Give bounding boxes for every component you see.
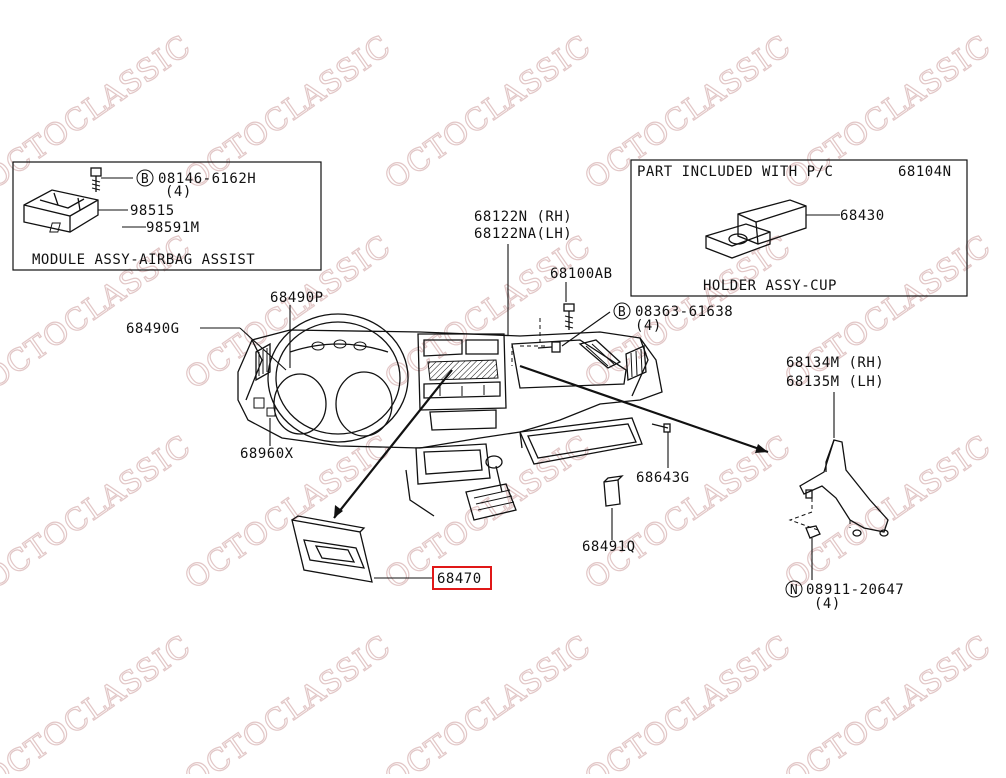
watermark-text: OCTOCLASSIC — [0, 428, 198, 596]
inset-airbag-module: B 08146-6162H (4) 98515 98591M MODULE AS… — [12, 161, 322, 271]
watermark-text: OCTOCLASSIC — [0, 628, 198, 774]
bolt-drawing — [90, 167, 133, 192]
inset-right-title: HOLDER ASSY-CUP — [703, 278, 837, 294]
watermark-text: OCTOCLASSIC — [779, 228, 998, 396]
nut-circle-letter: N — [790, 583, 798, 598]
label-68135M: 68135M (LH) — [786, 374, 884, 390]
watermark-text: OCTOCLASSIC — [179, 628, 398, 774]
screw-08363 — [537, 341, 561, 353]
label-68643G: 68643G — [636, 470, 690, 486]
label-68134M: 68134M (RH) — [786, 355, 884, 371]
leader-lines — [200, 244, 835, 580]
bracket-68134M — [788, 439, 889, 539]
right-vent — [625, 345, 647, 381]
bolt-part-number: 08146-6162H — [158, 171, 256, 187]
part-98591M: 98591M — [146, 220, 200, 236]
label-68122N: 68122N (RH) — [474, 209, 572, 225]
highlight-box-68470 — [432, 566, 492, 590]
label-68491Q: 68491Q — [582, 539, 636, 555]
clip-68643G — [651, 423, 671, 433]
label-68470: 68470 — [437, 571, 482, 587]
label-sticker-drawing — [49, 222, 61, 233]
arrowhead-68470 — [334, 505, 343, 518]
switch-left — [253, 397, 265, 409]
switch-68960X — [266, 407, 276, 417]
steering-wheel — [267, 313, 409, 443]
arrowhead-bracket — [755, 444, 768, 453]
inset-right-frame — [630, 159, 968, 297]
bolt-quantity: (4) — [165, 184, 192, 200]
label-nut-qty: (4) — [814, 596, 841, 612]
center-stack — [417, 333, 507, 431]
watermark-text: OCTOCLASSIC — [579, 628, 798, 774]
watermark-text: OCTOCLASSIC — [379, 28, 598, 196]
watermark-layer: OCTOCLASSICOCTOCLASSICOCTOCLASSICOCTOCLA… — [0, 28, 998, 778]
part-68491Q-drawing — [603, 475, 624, 507]
part-68430: 68430 — [840, 208, 885, 224]
inset-right-header: PART INCLUDED WITH P/C — [637, 164, 833, 180]
inset-left-title: MODULE ASSY-AIRBAG ASSIST — [32, 252, 255, 268]
screw-circle-letter: B — [618, 305, 626, 320]
inset-cup-holder: PART INCLUDED WITH P/C 68104N 68430 HOLD… — [630, 159, 968, 297]
label-68490P: 68490P — [270, 290, 324, 306]
arrow-to-bracket — [519, 364, 769, 454]
part-98515: 98515 — [130, 203, 175, 219]
nut-callout-circle — [785, 580, 803, 598]
dashboard-assembly — [237, 303, 671, 521]
bolt-circle-letter: B — [141, 172, 149, 187]
arrow-to-68470 — [333, 369, 453, 519]
switch-panel-68470 — [291, 515, 432, 583]
inset-right-header-part: 68104N — [898, 164, 952, 180]
screw-68100AB — [563, 303, 575, 330]
screw-callout-circle — [613, 302, 631, 320]
label-68490G: 68490G — [126, 321, 180, 337]
watermark-text: OCTOCLASSIC — [379, 628, 598, 774]
left-vent — [255, 342, 271, 382]
glove-box — [519, 417, 643, 465]
watermark-text: OCTOCLASSIC — [779, 628, 998, 774]
label-68960X: 68960X — [240, 446, 294, 462]
inset-left-frame — [12, 161, 322, 271]
label-screw-part: 08363-61638 — [635, 304, 733, 320]
lower-console — [405, 443, 517, 521]
watermark-text: OCTOCLASSIC — [579, 428, 798, 596]
label-nut-part: 08911-20647 — [806, 582, 904, 598]
bolt-callout-circle — [136, 169, 154, 187]
label-68100AB: 68100AB — [550, 266, 613, 282]
label-68122NA: 68122NA(LH) — [474, 226, 572, 242]
cup-holder-drawing — [705, 199, 840, 259]
label-screw-qty: (4) — [635, 318, 662, 334]
callout-labels: 68490P 68490G 68960X 68122N (RH) 68122NA… — [126, 209, 904, 612]
airbag-module-drawing — [23, 189, 99, 233]
